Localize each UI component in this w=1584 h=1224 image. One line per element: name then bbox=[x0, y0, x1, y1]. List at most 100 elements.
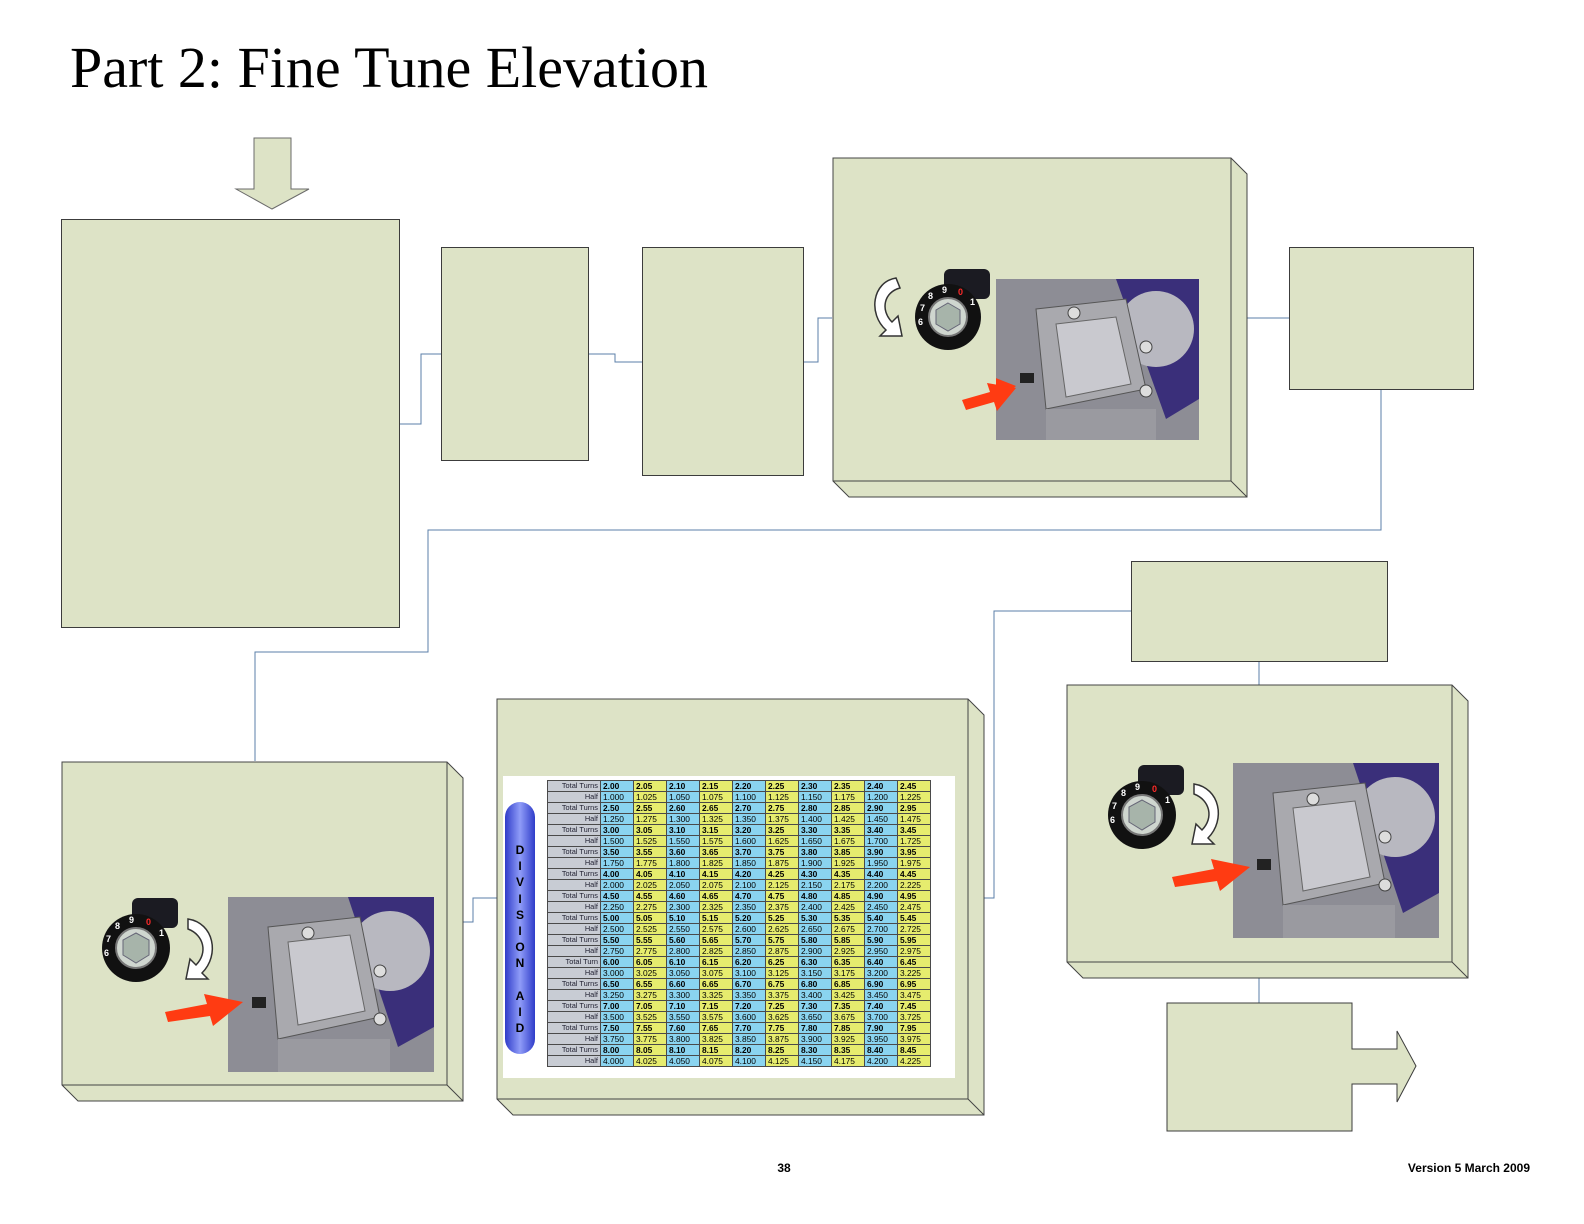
half-cell: 1.625 bbox=[765, 835, 799, 847]
turns-cell: 3.80 bbox=[798, 846, 832, 858]
turns-cell: 7.55 bbox=[633, 1022, 667, 1034]
page-title: Part 2: Fine Tune Elevation bbox=[70, 35, 708, 100]
turns-cell: 3.00 bbox=[600, 824, 634, 836]
step-3-box bbox=[642, 247, 804, 476]
half-cell: 3.225 bbox=[897, 967, 931, 979]
half-cell: 3.250 bbox=[600, 989, 634, 1001]
half-cell: 2.300 bbox=[666, 901, 700, 913]
turns-cell: 4.05 bbox=[633, 868, 667, 880]
half-cell: 2.350 bbox=[732, 901, 766, 913]
half-cell: 1.250 bbox=[600, 813, 634, 825]
turns-cell: 2.80 bbox=[798, 802, 832, 814]
row-label-half: Half bbox=[547, 857, 601, 869]
row-label-half: Half bbox=[547, 791, 601, 803]
row-label-total-turns: Total Turns bbox=[547, 846, 601, 858]
turns-cell: 3.25 bbox=[765, 824, 799, 836]
half-cell: 3.100 bbox=[732, 967, 766, 979]
turns-cell: 6.00 bbox=[600, 956, 634, 968]
turns-cell: 4.65 bbox=[699, 890, 733, 902]
half-cell: 3.700 bbox=[864, 1011, 898, 1023]
half-cell: 2.075 bbox=[699, 879, 733, 891]
dial-1-number-1: 1 bbox=[970, 297, 976, 307]
half-cell: 3.025 bbox=[633, 967, 667, 979]
half-cell: 2.175 bbox=[831, 879, 865, 891]
half-cell: 1.450 bbox=[864, 813, 898, 825]
half-cell: 3.125 bbox=[765, 967, 799, 979]
turns-cell: 5.70 bbox=[732, 934, 766, 946]
half-cell: 1.475 bbox=[897, 813, 931, 825]
row-label-half: Half bbox=[547, 901, 601, 913]
turns-cell: 7.05 bbox=[633, 1000, 667, 1012]
turns-cell: 3.35 bbox=[831, 824, 865, 836]
turns-cell: 2.30 bbox=[798, 780, 832, 792]
half-cell: 1.275 bbox=[633, 813, 667, 825]
turns-cell: 7.85 bbox=[831, 1022, 865, 1034]
connector-2-3 bbox=[589, 353, 642, 363]
turns-cell: 2.15 bbox=[699, 780, 733, 792]
half-cell: 3.875 bbox=[765, 1033, 799, 1045]
turns-cell: 8.05 bbox=[633, 1044, 667, 1056]
turns-cell: 2.85 bbox=[831, 802, 865, 814]
turns-cell: 5.95 bbox=[897, 934, 931, 946]
turns-cell: 6.60 bbox=[666, 978, 700, 990]
half-cell: 2.775 bbox=[633, 945, 667, 957]
half-cell: 1.800 bbox=[666, 857, 700, 869]
row-label-total-turns: Total Turns bbox=[547, 1022, 601, 1034]
half-cell: 2.725 bbox=[897, 923, 931, 935]
dial-1-number-6: 6 bbox=[918, 317, 924, 327]
turns-cell: 3.60 bbox=[666, 846, 700, 858]
red-pointer-arrow-1 bbox=[962, 383, 1016, 411]
turns-cell: 2.50 bbox=[600, 802, 634, 814]
turns-cell: 6.10 bbox=[666, 956, 700, 968]
turns-cell: 2.65 bbox=[699, 802, 733, 814]
half-cell: 2.975 bbox=[897, 945, 931, 957]
turns-cell: 7.50 bbox=[600, 1022, 634, 1034]
half-cell: 1.775 bbox=[633, 857, 667, 869]
dial-3-number-8: 8 bbox=[1121, 788, 1127, 798]
turns-cell: 8.10 bbox=[666, 1044, 700, 1056]
turns-cell: 4.95 bbox=[897, 890, 931, 902]
turns-cell: 4.35 bbox=[831, 868, 865, 880]
turns-cell: 5.50 bbox=[600, 934, 634, 946]
turns-cell: 2.95 bbox=[897, 802, 931, 814]
division-aid-letter: I bbox=[518, 924, 522, 939]
turns-cell: 7.60 bbox=[666, 1022, 700, 1034]
version-label: Version 5 March 2009 bbox=[1407, 1161, 1530, 1175]
down-arrow-icon bbox=[234, 137, 310, 210]
turns-cell: 5.55 bbox=[633, 934, 667, 946]
half-cell: 2.875 bbox=[765, 945, 799, 957]
turns-cell: 7.40 bbox=[864, 1000, 898, 1012]
turns-cell: 5.60 bbox=[666, 934, 700, 946]
turns-cell: 7.30 bbox=[798, 1000, 832, 1012]
turns-cell: 6.35 bbox=[831, 956, 865, 968]
half-cell: 3.600 bbox=[732, 1011, 766, 1023]
half-cell: 1.300 bbox=[666, 813, 700, 825]
half-cell: 3.675 bbox=[831, 1011, 865, 1023]
half-cell: 1.725 bbox=[897, 835, 931, 847]
adjust-dial-2: 6 7 8 9 0 1 bbox=[98, 898, 180, 982]
adjust-dial-3: 6 7 8 9 0 1 bbox=[1104, 765, 1186, 849]
connector-1-2 bbox=[400, 353, 441, 425]
turns-cell: 4.70 bbox=[732, 890, 766, 902]
right-arrow-icon bbox=[1166, 1002, 1417, 1132]
half-cell: 1.325 bbox=[699, 813, 733, 825]
half-cell: 1.900 bbox=[798, 857, 832, 869]
half-cell: 1.375 bbox=[765, 813, 799, 825]
half-cell: 1.050 bbox=[666, 791, 700, 803]
step-8-box bbox=[1131, 561, 1388, 662]
half-cell: 2.050 bbox=[666, 879, 700, 891]
half-cell: 1.400 bbox=[798, 813, 832, 825]
half-cell: 1.550 bbox=[666, 835, 700, 847]
half-cell: 2.425 bbox=[831, 901, 865, 913]
row-label-total-turns: Total Turns bbox=[547, 780, 601, 792]
half-cell: 3.275 bbox=[633, 989, 667, 1001]
row-label-half: Half bbox=[547, 923, 601, 935]
half-cell: 1.950 bbox=[864, 857, 898, 869]
